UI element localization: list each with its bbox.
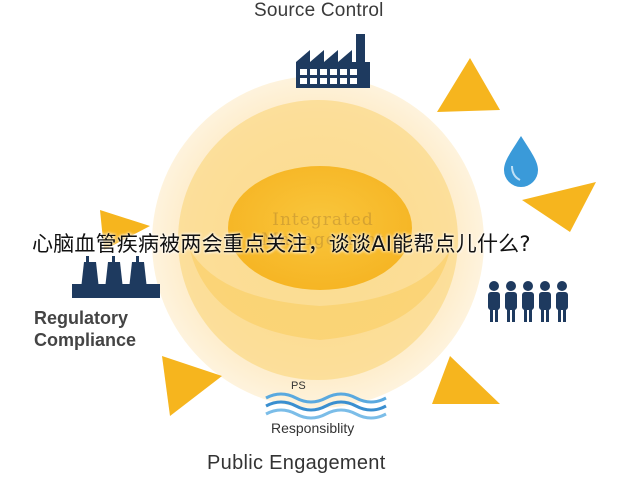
public-engagement-label: Public Engagement xyxy=(207,452,386,474)
ps-label: PS xyxy=(291,380,306,392)
center-line-1: Integrated xyxy=(272,210,374,230)
sun-core xyxy=(228,166,412,290)
ray-right xyxy=(522,182,596,232)
ray-left xyxy=(100,210,150,250)
responsibility-label: Responsiblity xyxy=(271,420,355,436)
ray-bottom-left xyxy=(162,356,222,416)
regulatory-line: Regulatory xyxy=(34,308,129,328)
power-plant-icon xyxy=(72,256,160,298)
sun-lower-crescent xyxy=(190,250,450,340)
factory-icon xyxy=(296,34,370,88)
integrated-management-label: Integrated Management xyxy=(228,210,418,250)
compliance-line: Compliance xyxy=(34,330,137,350)
source-control-label: Source Control xyxy=(254,0,384,21)
water-drop-highlight xyxy=(511,165,521,181)
waves-icon xyxy=(265,392,387,420)
ray-top-right xyxy=(437,58,500,112)
center-line-2: Management xyxy=(261,230,385,250)
people-group-icon xyxy=(488,281,568,322)
water-drop-icon xyxy=(504,136,538,187)
overlay-headline: 心脑血管疾病被两会重点关注，谈谈AI能帮点儿什么? xyxy=(32,232,531,256)
regulatory-compliance-label: Regulatory Compliance xyxy=(34,307,136,351)
ray-bottom-right xyxy=(432,356,500,404)
